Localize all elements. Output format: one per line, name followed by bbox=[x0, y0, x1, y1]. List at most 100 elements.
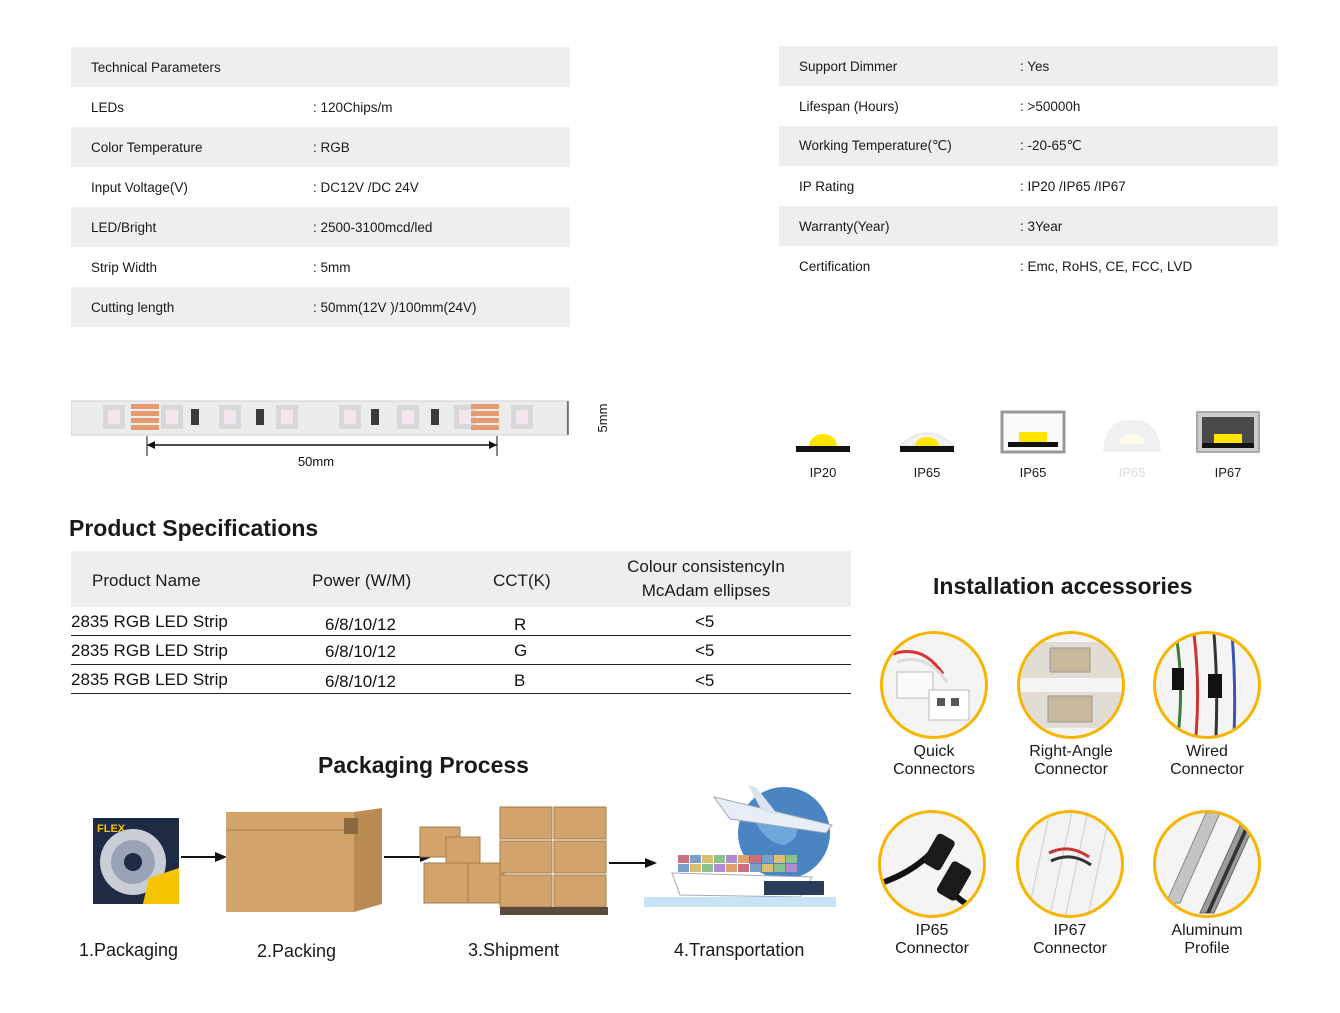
solder-pad bbox=[131, 411, 159, 416]
resistor bbox=[431, 409, 439, 425]
right-angle-connector-image bbox=[1017, 631, 1125, 739]
strip-components bbox=[103, 404, 533, 430]
arrow-right-icon bbox=[489, 441, 497, 449]
cardboard-box bbox=[553, 806, 607, 840]
ip67-icon: IP67 bbox=[1193, 408, 1263, 488]
ip65-coated-profile-icon bbox=[898, 432, 956, 452]
accessory-name-line: Right-Angle bbox=[1029, 743, 1113, 760]
cardboard-box bbox=[499, 840, 553, 874]
param-value: : IP20 /IP65 /IP67 bbox=[1020, 178, 1126, 194]
shipment-pallet-image bbox=[419, 806, 608, 915]
step-label: 4.Transportation bbox=[674, 940, 805, 960]
param-row: Certification: Emc, RoHS, CE, FCC, LVD bbox=[779, 246, 1278, 286]
param-row: IP Rating: IP20 /IP65 /IP67 bbox=[779, 166, 1278, 206]
column-header: Power (W/M) bbox=[312, 571, 412, 590]
container bbox=[762, 855, 773, 863]
param-value: : 120Chips/m bbox=[313, 99, 393, 115]
cell-power: 6/8/10/12 bbox=[325, 642, 396, 661]
param-row: Cutting length: 50mm(12V )/100mm(24V) bbox=[71, 287, 570, 327]
cardboard-box bbox=[499, 806, 553, 840]
solder-pad bbox=[471, 411, 499, 416]
container bbox=[702, 864, 713, 872]
pallet-boxes bbox=[419, 806, 607, 908]
cell-consistency: <5 bbox=[695, 641, 715, 660]
cardboard-box-image bbox=[226, 808, 382, 912]
ship-containers bbox=[678, 855, 797, 872]
cell-cct: B bbox=[514, 671, 526, 690]
container bbox=[774, 864, 785, 872]
aluminum-profile-icon bbox=[1165, 813, 1257, 914]
ip65-sleeve-profile-icon bbox=[1000, 410, 1066, 454]
accessories-heading: Installation accessories bbox=[933, 573, 1193, 599]
quick-connector-icon bbox=[892, 650, 970, 721]
ip67-profile-icon bbox=[1196, 411, 1260, 453]
cell-consistency: <5 bbox=[695, 612, 715, 631]
length-label: 50mm bbox=[298, 454, 334, 469]
solder-pad bbox=[131, 425, 159, 430]
step-label: 3.Shipment bbox=[468, 940, 560, 960]
accessory-name-line: IP65 bbox=[915, 922, 949, 939]
step-label: 2.Packing bbox=[257, 941, 337, 961]
param-key: Technical Parameters bbox=[91, 59, 221, 75]
param-row: Technical Parameters bbox=[71, 47, 570, 87]
solder-pad bbox=[471, 425, 499, 430]
param-value: : 2500-3100mcd/led bbox=[313, 219, 433, 235]
spec-table: Product Name Power (W/M) CCT(K) Colour c… bbox=[71, 551, 851, 694]
ip67-connector-image bbox=[1016, 810, 1124, 918]
ip67-connector-icon bbox=[1026, 813, 1112, 915]
ip-label: IP65 bbox=[1019, 465, 1047, 480]
solder-pad bbox=[131, 404, 159, 409]
accessory-name-line: Profile bbox=[1184, 940, 1230, 957]
table-row: 2835 RGB LED Strip 6/8/10/12 G <5 bbox=[71, 636, 851, 665]
param-key: LEDs bbox=[91, 99, 125, 115]
param-row: Color Temperature: RGB bbox=[71, 127, 570, 167]
accessory-name-line: IP67 bbox=[1053, 922, 1087, 939]
accessory-name-line: Aluminum bbox=[1171, 922, 1243, 939]
led-chip-lens bbox=[402, 410, 414, 424]
cardboard-box bbox=[499, 874, 553, 908]
tech-params-right: Support Dimmer: Yes Lifespan (Hours): >5… bbox=[779, 46, 1278, 286]
param-key: Warranty(Year) bbox=[799, 218, 890, 234]
accessory-name-line: Quick bbox=[913, 743, 955, 760]
aluminum-profile-image bbox=[1153, 810, 1261, 918]
param-row: LEDs : 120Chips/m bbox=[71, 87, 570, 127]
ip65-dome-profile-icon bbox=[1103, 419, 1161, 452]
param-key: Lifespan (Hours) bbox=[799, 98, 899, 114]
reel-package-image: FLEX bbox=[93, 818, 179, 904]
container bbox=[726, 855, 737, 863]
container bbox=[678, 864, 689, 872]
container bbox=[714, 855, 725, 863]
param-value: : 5mm bbox=[313, 259, 351, 275]
ip-label: IP20 bbox=[809, 465, 837, 480]
packaging-heading: Packaging Process bbox=[318, 752, 529, 778]
wired-connector-image bbox=[1153, 631, 1261, 739]
step-label: 1.Packaging bbox=[79, 940, 179, 960]
resistor bbox=[371, 409, 379, 425]
arrow-right-icon bbox=[181, 852, 227, 862]
cardboard-box bbox=[553, 874, 607, 908]
param-key: Certification bbox=[799, 258, 871, 274]
led-chip-lens bbox=[166, 410, 178, 424]
transportation-image bbox=[644, 785, 836, 907]
led-chip-lens bbox=[281, 410, 293, 424]
param-key: Support Dimmer bbox=[799, 58, 898, 74]
solder-pad bbox=[471, 404, 499, 409]
solder-pad bbox=[471, 418, 499, 423]
reel-brand-label: FLEX bbox=[97, 823, 126, 835]
param-value: : -20-65℃ bbox=[1020, 138, 1082, 153]
ip65-connector-icon bbox=[881, 833, 983, 914]
accessory-name-line: Connector bbox=[1033, 940, 1107, 957]
ip65-sleeve-icon: IP65 bbox=[998, 408, 1068, 488]
cardboard-box bbox=[423, 862, 469, 904]
